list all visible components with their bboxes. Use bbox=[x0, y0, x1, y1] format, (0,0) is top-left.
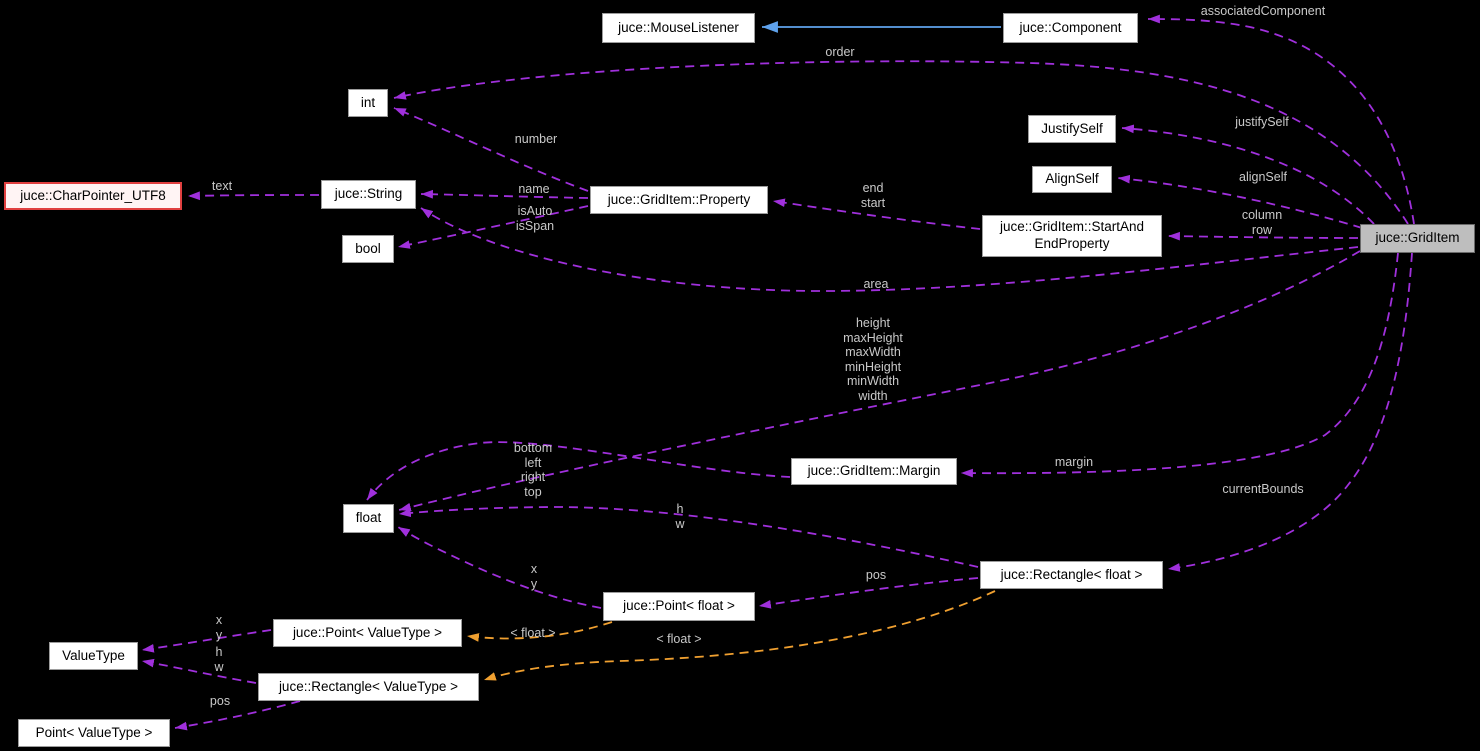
node-grid-item[interactable]: juce::GridItem bbox=[1360, 224, 1475, 253]
edge-label-end-start: end start bbox=[860, 181, 886, 210]
node-bool[interactable]: bool bbox=[342, 235, 394, 263]
edge-column-row bbox=[1167, 231, 1359, 241]
node-griditem-property[interactable]: juce::GridItem::Property bbox=[590, 186, 768, 214]
edge-associated-component bbox=[1147, 14, 1415, 225]
edge-current-bounds bbox=[1167, 252, 1413, 572]
edge-size-fields bbox=[398, 250, 1361, 512]
node-int[interactable]: int bbox=[348, 89, 388, 117]
node-string[interactable]: juce::String bbox=[321, 180, 416, 209]
edge-label-pos: pos bbox=[865, 568, 887, 582]
node-point-valuetype[interactable]: juce::Point< ValueType > bbox=[273, 619, 462, 647]
edge-label-current-bounds: currentBounds bbox=[1222, 482, 1304, 496]
edge-label-justify-self: justifySelf bbox=[1235, 115, 1289, 129]
edge-label-template-float-1: < float > bbox=[510, 626, 556, 640]
node-char-pointer-utf8[interactable]: juce::CharPointer_UTF8 bbox=[4, 182, 182, 210]
edge-x-y-valuetype bbox=[141, 629, 272, 653]
edge-label-margin: margin bbox=[1054, 455, 1094, 469]
node-align-self[interactable]: AlignSelf bbox=[1032, 166, 1112, 193]
node-point-valuetype-plain[interactable]: Point< ValueType > bbox=[18, 719, 170, 747]
edge-margin bbox=[960, 252, 1399, 478]
edge-number bbox=[393, 107, 589, 192]
node-point-float[interactable]: juce::Point< float > bbox=[603, 592, 755, 621]
edge-label-h-w-valuetype: h w bbox=[214, 645, 224, 674]
edge-label-h-w: h w bbox=[675, 502, 685, 531]
edge-isauto-isspan bbox=[397, 205, 589, 249]
edge-label-template-float-2: < float > bbox=[656, 632, 702, 646]
edge-h-w-valuetype bbox=[141, 658, 257, 684]
edge-pos-valuetype bbox=[174, 700, 301, 731]
node-griditem-margin[interactable]: juce::GridItem::Margin bbox=[791, 458, 957, 485]
edge-label-size-fields: height maxHeight maxWidth minHeight minW… bbox=[843, 316, 903, 403]
edge-label-area: area bbox=[863, 277, 889, 291]
edge-area bbox=[420, 207, 1359, 292]
edge-label-column-row: column row bbox=[1241, 208, 1283, 237]
edge-label-associated-component: associatedComponent bbox=[1200, 4, 1326, 18]
node-valuetype[interactable]: ValueType bbox=[49, 642, 138, 670]
edge-label-isauto-isspan: isAuto isSpan bbox=[515, 204, 555, 233]
edge-order bbox=[393, 60, 1409, 225]
edge-label-x-y-valuetype: x y bbox=[215, 613, 223, 642]
edge-end-start bbox=[772, 198, 981, 230]
edge-pos bbox=[758, 577, 979, 609]
edge-template-point-float bbox=[466, 621, 613, 642]
edge-x-y bbox=[397, 526, 602, 609]
node-rectangle-float[interactable]: juce::Rectangle< float > bbox=[980, 561, 1163, 589]
edge-margin-sides bbox=[366, 441, 791, 501]
edge-align-self bbox=[1117, 174, 1363, 229]
edge-h-w bbox=[398, 506, 979, 568]
edge-label-x-y: x y bbox=[530, 562, 538, 591]
edge-label-text: text bbox=[211, 179, 233, 193]
edge-label-margin-sides: bottom left right top bbox=[513, 441, 553, 499]
edge-name bbox=[420, 189, 589, 199]
node-float[interactable]: float bbox=[343, 504, 394, 533]
edge-label-name: name bbox=[518, 182, 550, 196]
edge-justify-self bbox=[1121, 124, 1375, 225]
edge-text bbox=[187, 191, 320, 201]
node-justify-self[interactable]: JustifySelf bbox=[1028, 115, 1116, 143]
edge-label-order: order bbox=[825, 45, 855, 59]
edge-label-number: number bbox=[514, 132, 558, 146]
edge-label-pos-valuetype: pos bbox=[209, 694, 231, 708]
edge-template-rectangle-float bbox=[483, 590, 996, 681]
node-component[interactable]: juce::Component bbox=[1003, 13, 1138, 43]
node-mouse-listener[interactable]: juce::MouseListener bbox=[602, 13, 755, 43]
node-start-and-end-property[interactable]: juce::GridItem::StartAnd EndProperty bbox=[982, 215, 1162, 257]
node-rectangle-valuetype[interactable]: juce::Rectangle< ValueType > bbox=[258, 673, 479, 701]
edge-label-align-self: alignSelf bbox=[1239, 170, 1287, 184]
